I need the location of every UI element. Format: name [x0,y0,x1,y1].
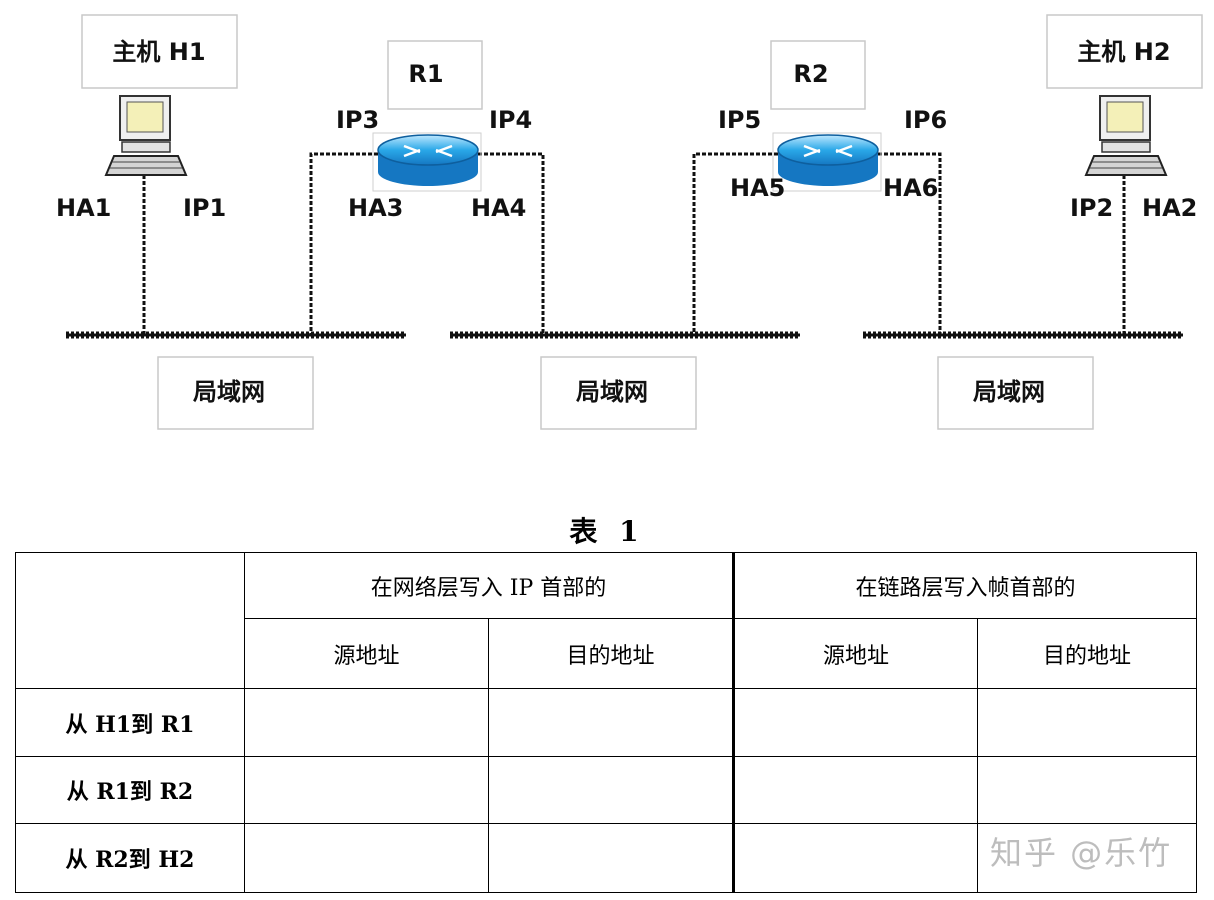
row-label-h1-r1: 从 H1到 R1 [15,688,245,757]
ha3-label: HA3 [348,194,403,222]
router1-label-box [387,40,483,110]
ha1-label: HA1 [56,194,111,222]
ip5-label: IP5 [718,106,761,134]
cell-frame-source [732,823,979,893]
ip1-label: IP1 [183,194,226,222]
cell-ip-destination [487,688,735,757]
row-label-r2-h2: 从 R2到 H2 [15,823,245,893]
host2-label: 主机 H2 [1077,38,1170,66]
address-table: 在网络层写入 IP 首部的 在链路层写入帧首部的 源地址 目的地址 源地址 目的… [15,552,1198,893]
table-row: 从 R2到 H2 [15,823,1198,893]
lan-left-label: 局域网 [193,378,265,406]
row-label-r1-r2: 从 R1到 R2 [15,756,245,824]
watermark: 知乎 @乐竹 [990,834,1173,872]
host1-label-box [81,14,238,89]
link-r2-left [692,152,778,335]
cell-frame-destination [977,688,1198,757]
cell-ip-source [244,756,489,824]
cell-frame-destination [977,823,1198,893]
link-r1-right [478,152,545,335]
lan-middle-label: 局域网 [576,378,648,406]
lan-middle-label-box [540,356,697,430]
cell-frame-source [732,688,979,757]
table-header-row: 在网络层写入 IP 首部的 在链路层写入帧首部的 [15,552,1198,689]
link-r2-right [878,152,942,335]
router2-icon [772,132,882,192]
lan-left-label-box [157,356,314,430]
router1-label: R1 [408,60,443,88]
table-row: 从 H1到 R1 [15,688,1198,757]
ip4-label: IP4 [489,106,532,134]
cell-frame-destination [977,756,1198,824]
ha5-label: HA5 [730,174,785,202]
header-frame-source: 源地址 [732,618,979,689]
header-frame-group: 在链路层写入帧首部的 [732,552,1198,619]
ip2-label: IP2 [1070,194,1113,222]
ip3-label: IP3 [336,106,379,134]
lan-right-label: 局域网 [973,378,1045,406]
host1-computer-icon [104,95,188,176]
ha2-label: HA2 [1142,194,1197,222]
header-ip-source: 源地址 [244,618,489,689]
cell-frame-source [732,756,979,824]
table-row: 从 R1到 R2 [15,756,1198,824]
router2-label: R2 [793,60,828,88]
header-ip-group: 在网络层写入 IP 首部的 [243,552,735,619]
ha4-label: HA4 [471,194,526,222]
cell-ip-destination [487,756,735,824]
header-ip-destination: 目的地址 [487,618,735,689]
cell-ip-source [244,823,489,893]
ip6-label: IP6 [904,106,947,134]
header-frame-destination: 目的地址 [977,618,1198,689]
cell-ip-destination [487,823,735,893]
host1-label: 主机 H1 [112,38,205,66]
cell-ip-source [244,688,489,757]
router2-label-box [770,40,866,110]
host2-label-box [1046,14,1203,89]
network-topology-diagram: 主机 H1 R1 R2 主机 H2 局域网 局域网 局域网 IP3 IP4 [56,14,1203,430]
link-r1-left [309,152,378,335]
host2-computer-icon [1084,95,1168,176]
lan-right-label-box [937,356,1094,430]
table-title: 表 1 [569,515,645,548]
table-corner-cell [15,552,245,689]
ha6-label: HA6 [883,174,938,202]
router1-icon [372,132,482,192]
